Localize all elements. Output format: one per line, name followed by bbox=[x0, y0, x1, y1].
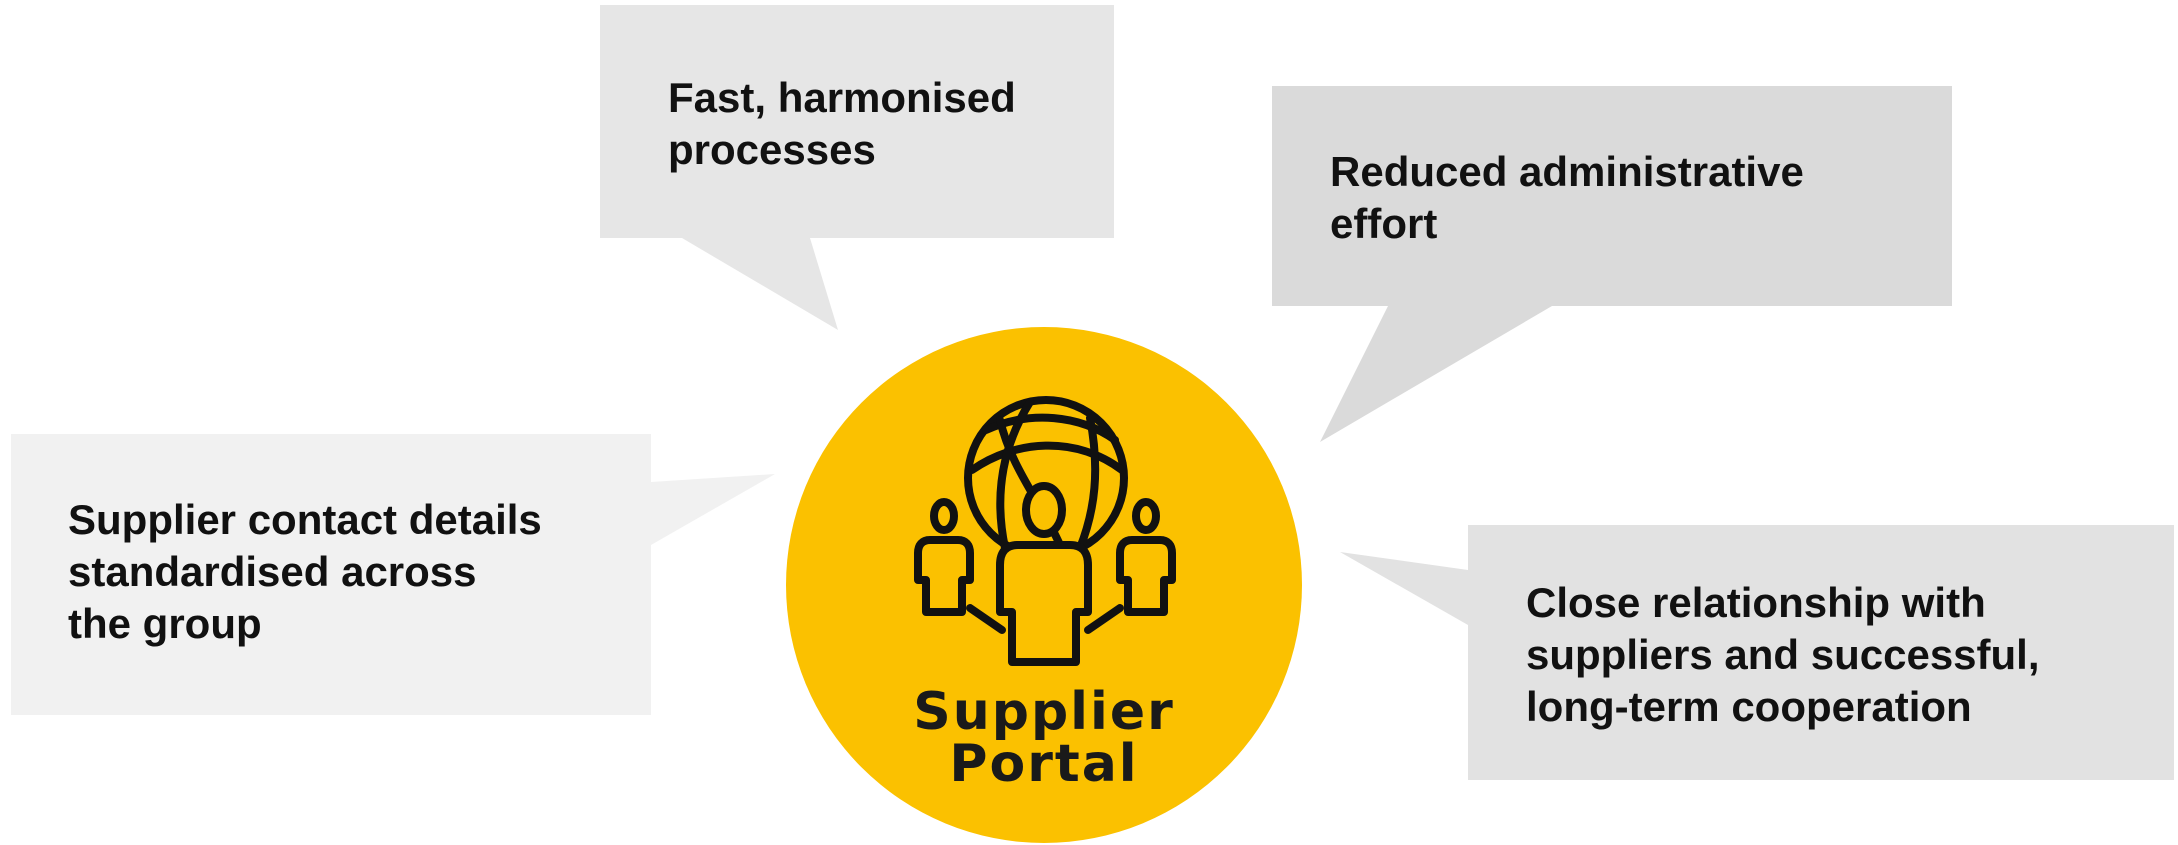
bubble-supplier-contact bbox=[11, 434, 775, 715]
bubble-close-relationship-line2: suppliers and successful, bbox=[1526, 631, 2040, 678]
center-label-line1: Supplier bbox=[913, 682, 1175, 742]
bubble-fast-line1: Fast, harmonised bbox=[668, 74, 1016, 121]
bubble-close-relationship-line3: long-term cooperation bbox=[1526, 683, 1972, 730]
bubble-reduced-line1: Reduced administrative bbox=[1330, 148, 1804, 195]
bubble-fast-text: Fast, harmonised processes bbox=[668, 72, 1016, 176]
bubble-supplier-contact-line2: standardised across bbox=[68, 548, 477, 595]
bubble-close-relationship bbox=[1340, 525, 2174, 780]
bubble-reduced-text: Reduced administrative effort bbox=[1330, 146, 1804, 250]
bubble-close-relationship-line1: Close relationship with bbox=[1526, 579, 1986, 626]
center-label-line2: Portal bbox=[949, 734, 1139, 794]
bubble-reduced-line2: effort bbox=[1330, 200, 1438, 247]
bubble-reduced-effort bbox=[1272, 86, 1952, 442]
bubble-supplier-contact-line1: Supplier contact details bbox=[68, 496, 542, 543]
center-label: Supplier Portal bbox=[844, 686, 1244, 796]
bubble-close-relationship-text: Close relationship with suppliers and su… bbox=[1526, 577, 2040, 733]
bubble-fast-line2: processes bbox=[668, 126, 876, 173]
bubble-supplier-contact-text: Supplier contact details standardised ac… bbox=[68, 494, 542, 650]
bubble-fast-processes bbox=[600, 5, 1114, 330]
people-globe-icon bbox=[914, 396, 1176, 666]
bubble-supplier-contact-line3: the group bbox=[68, 600, 262, 647]
